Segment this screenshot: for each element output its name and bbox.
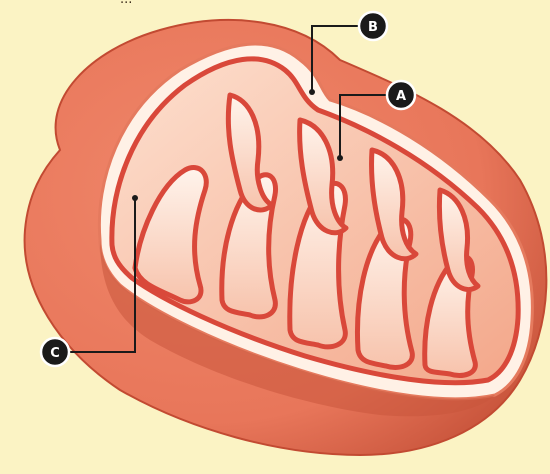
leader-dot-c bbox=[132, 195, 138, 201]
leader-dot-b bbox=[309, 89, 315, 95]
leader-dot-a bbox=[337, 155, 343, 161]
label-c-text: C bbox=[50, 346, 60, 361]
label-a-text: A bbox=[396, 89, 406, 104]
label-marker-c: C bbox=[41, 338, 69, 366]
label-marker-a: A bbox=[387, 81, 415, 109]
label-b-text: B bbox=[368, 20, 378, 35]
caption-fragment: ... bbox=[120, 0, 132, 7]
label-marker-b: B bbox=[359, 12, 387, 40]
